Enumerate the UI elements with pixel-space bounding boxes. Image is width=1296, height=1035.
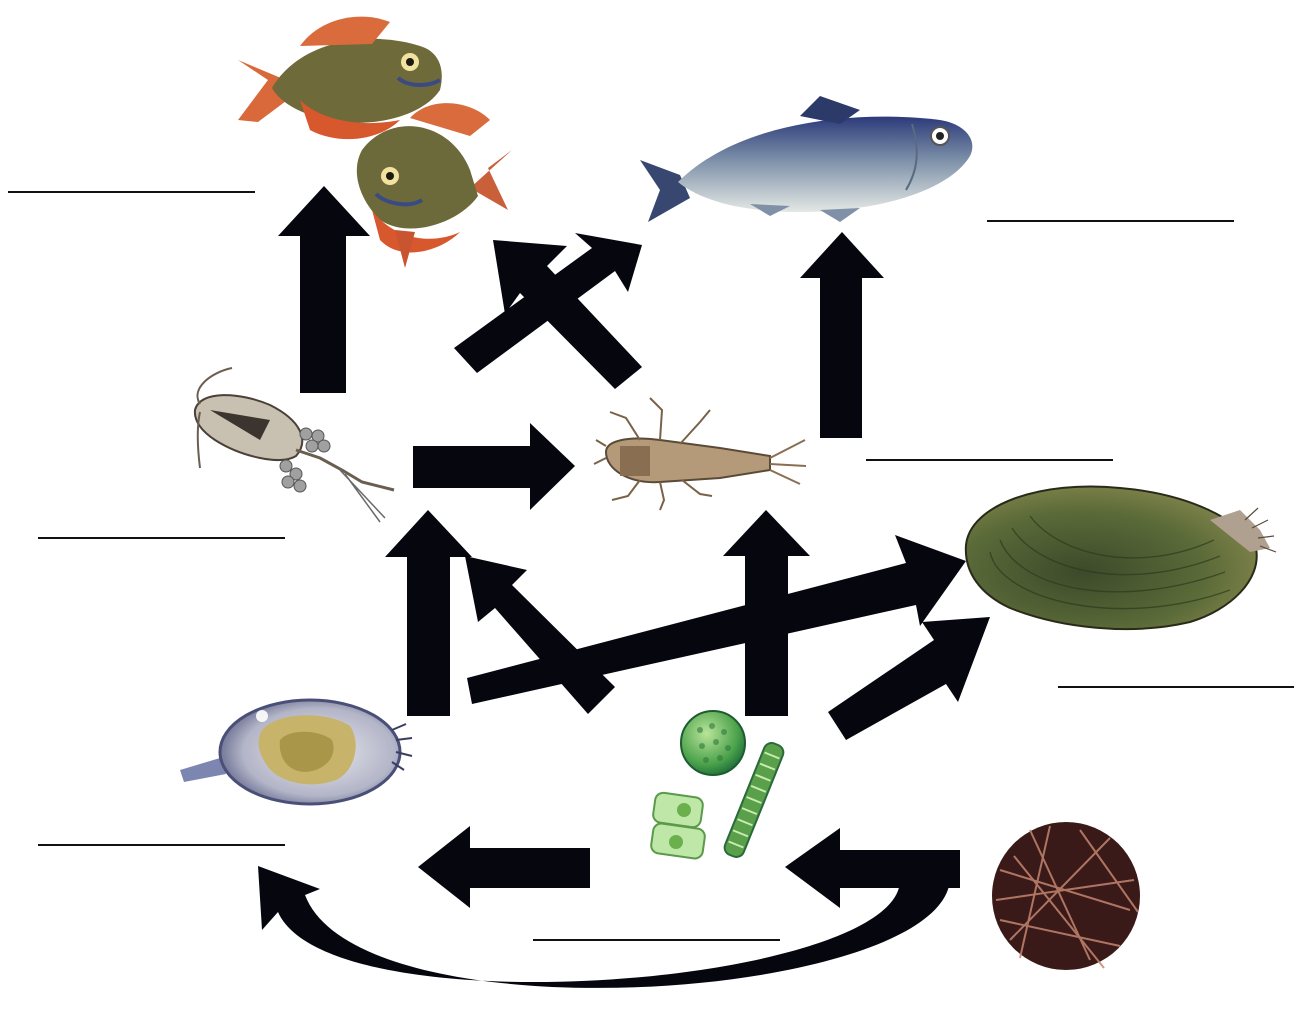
label-blank-rotifer[interactable]: [38, 844, 285, 846]
arrow-copepod-to-mayfly: [413, 423, 575, 510]
food-web-arrows: [258, 186, 990, 988]
detritus-illustration: [992, 822, 1140, 970]
arrow-rotifer-to-copepod: [385, 510, 472, 716]
rotifer-illustration: [180, 700, 412, 804]
label-blank-mussel[interactable]: [1058, 686, 1294, 688]
label-blank-copepod[interactable]: [38, 537, 285, 539]
sunfish-back: [238, 17, 442, 140]
sunfish-illustration: [238, 17, 512, 268]
algae-colony: [650, 792, 706, 860]
arrow-copepod-to-sunfish: [278, 186, 370, 393]
arrow-algae-to-mussel: [828, 617, 990, 740]
arrow-algae-to-rotifer: [418, 826, 590, 908]
arrow-mayfly-to-herring: [800, 232, 884, 438]
label-blank-algae[interactable]: [533, 939, 780, 941]
copepod-illustration: [195, 368, 394, 522]
mussel-illustration: [966, 487, 1276, 630]
label-blank-sunfish[interactable]: [8, 191, 255, 193]
herring-illustration: [640, 96, 972, 222]
algae-illustration: [650, 711, 786, 859]
mayfly-illustration: [594, 398, 806, 510]
label-blank-mayfly[interactable]: [866, 459, 1113, 461]
label-blank-herring[interactable]: [987, 220, 1234, 222]
